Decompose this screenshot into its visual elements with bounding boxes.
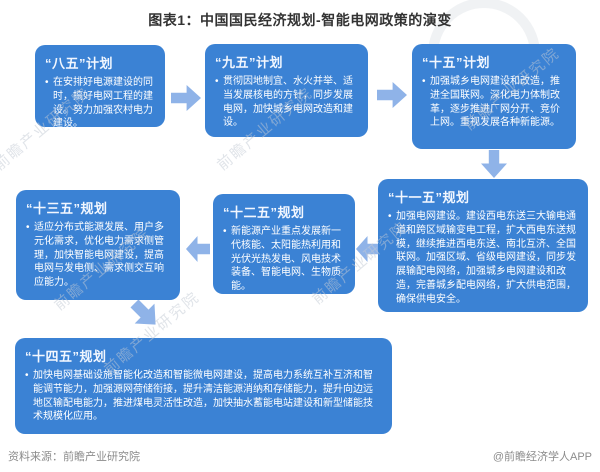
node-title: “九五”计划 xyxy=(215,55,284,70)
node-body: • 贯彻因地制宜、水火并举、适当发展核电的方针，同步发展电网，加快城乡电网改造和… xyxy=(215,75,358,130)
source-note: 资料来源：前瞻产业研究院 xyxy=(8,451,140,463)
bullet-icon: • xyxy=(26,222,30,233)
flow-arrow-down-icon xyxy=(481,150,507,178)
node-11th-five-year-plan: “十一五”规划 • 加强电网建设。建设西电东送三大输电通道和跨区域输变电工程，扩… xyxy=(378,179,588,312)
node-body: • 加强电网建设。建设西电东送三大输电通道和跨区域输变电工程，扩大西电东送规模，… xyxy=(388,210,578,307)
node-body-text: 加强电网建设。建设西电东送三大输电通道和跨区域输变电工程，扩大西电东送规模，继续… xyxy=(396,211,576,305)
bullet-icon: • xyxy=(422,76,426,87)
node-body-text: 在安排好电源建设的同时，搞好电网工程的建设。努力加强农村电力建设。 xyxy=(53,77,153,130)
node-title: “八五”计划 xyxy=(45,56,114,71)
page-title: 图表1：中国国民经济规划-智能电网政策的演变 xyxy=(148,12,452,28)
node-body: • 加强城乡电网建设和改造，推进全国联网。深化电力体制改革，逐步推进厂网分开、竞… xyxy=(422,75,566,130)
node-body-text: 适应分布式能源发展、用户多元化需求，优化电力需求侧管理，加快智能电网建设，提高电… xyxy=(34,222,164,289)
node-body-text: 加快电网基础设施智能化改造和智能微电网建设，提高电力系统互补互济和智能调节能力，… xyxy=(33,370,373,423)
node-body: • 适应分布式能源发展、用户多元化需求，优化电力需求侧管理，加快智能电网建设，提… xyxy=(26,221,170,290)
node-title: “十五”计划 xyxy=(422,55,491,70)
node-body: • 新能源产业重点发展新一代核能、太阳能热利用和光伏光热发电、风电技术装备、智能… xyxy=(223,225,345,294)
bullet-icon: • xyxy=(45,77,49,88)
node-body: • 在安排好电源建设的同时，搞好电网工程的建设。努力加强农村电力建设。 xyxy=(45,76,155,131)
flow-arrow-left-icon xyxy=(356,236,380,262)
flow-arrow-left-icon xyxy=(186,236,210,262)
node-title: “十一五”规划 xyxy=(388,190,470,205)
node-title: “十四五”规划 xyxy=(25,349,107,364)
node-10th-five-year-plan: “十五”计划 • 加强城乡电网建设和改造，推进全国联网。深化电力体制改革，逐步推… xyxy=(412,44,576,149)
node-body-text: 贯彻因地制宜、水火并举、适当发展核电的方针，同步发展电网，加快城乡电网改造和建设… xyxy=(223,76,353,129)
node-12th-five-year-plan: “十二五”规划 • 新能源产业重点发展新一代核能、太阳能热利用和光伏光热发电、风… xyxy=(213,194,355,294)
node-body-text: 加强城乡电网建设和改造，推进全国联网。深化电力体制改革，逐步推进厂网分开、竞价上… xyxy=(430,76,560,129)
node-14th-five-year-plan: “十四五”规划 • 加快电网基础设施智能化改造和智能微电网建设，提高电力系统互补… xyxy=(15,338,392,434)
node-body-text: 新能源产业重点发展新一代核能、太阳能热利用和光伏光热发电、风电技术装备、智能电网… xyxy=(231,226,341,293)
node-9th-five-year-plan: “九五”计划 • 贯彻因地制宜、水火并举、适当发展核电的方针，同步发展电网，加快… xyxy=(205,44,368,137)
node-title: “十三五”规划 xyxy=(26,201,108,216)
flow-arrow-right-icon xyxy=(377,82,407,108)
bullet-icon: • xyxy=(223,226,227,237)
bullet-icon: • xyxy=(25,370,29,381)
node-title: “十二五”规划 xyxy=(223,205,305,220)
node-13th-five-year-plan: “十三五”规划 • 适应分布式能源发展、用户多元化需求，优化电力需求侧管理，加快… xyxy=(16,190,180,300)
bullet-icon: • xyxy=(215,76,219,87)
footer: 资料来源：前瞻产业研究院 @前瞻经济学人APP xyxy=(0,448,600,464)
node-8th-five-year-plan: “八五”计划 • 在安排好电源建设的同时，搞好电网工程的建设。努力加强农村电力建… xyxy=(35,45,165,129)
credit-note: @前瞻经济学人APP xyxy=(492,451,592,463)
flow-arrow-right-icon xyxy=(171,85,201,111)
node-body: • 加快电网基础设施智能化改造和智能微电网建设，提高电力系统互补互济和智能调节能… xyxy=(25,369,382,424)
bullet-icon: • xyxy=(388,211,392,222)
